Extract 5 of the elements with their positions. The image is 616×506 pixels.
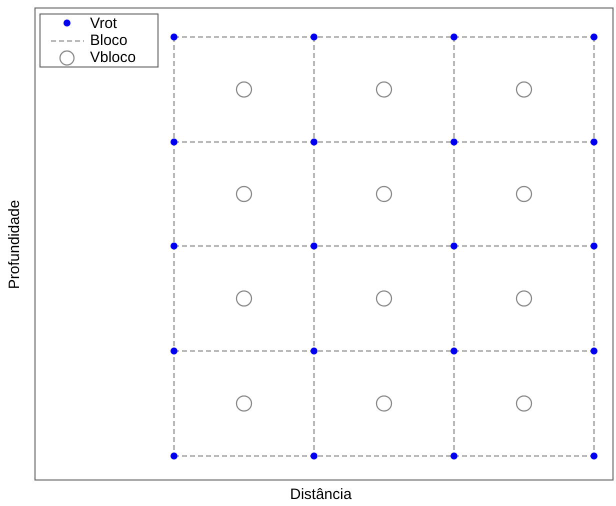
legend-label: Vrot [90, 15, 117, 32]
axis-title: Distância [290, 486, 352, 503]
axis-title: Profundidade [6, 200, 24, 290]
legend-label: Bloco [90, 32, 128, 49]
legend-label: Vbloco [90, 49, 136, 66]
